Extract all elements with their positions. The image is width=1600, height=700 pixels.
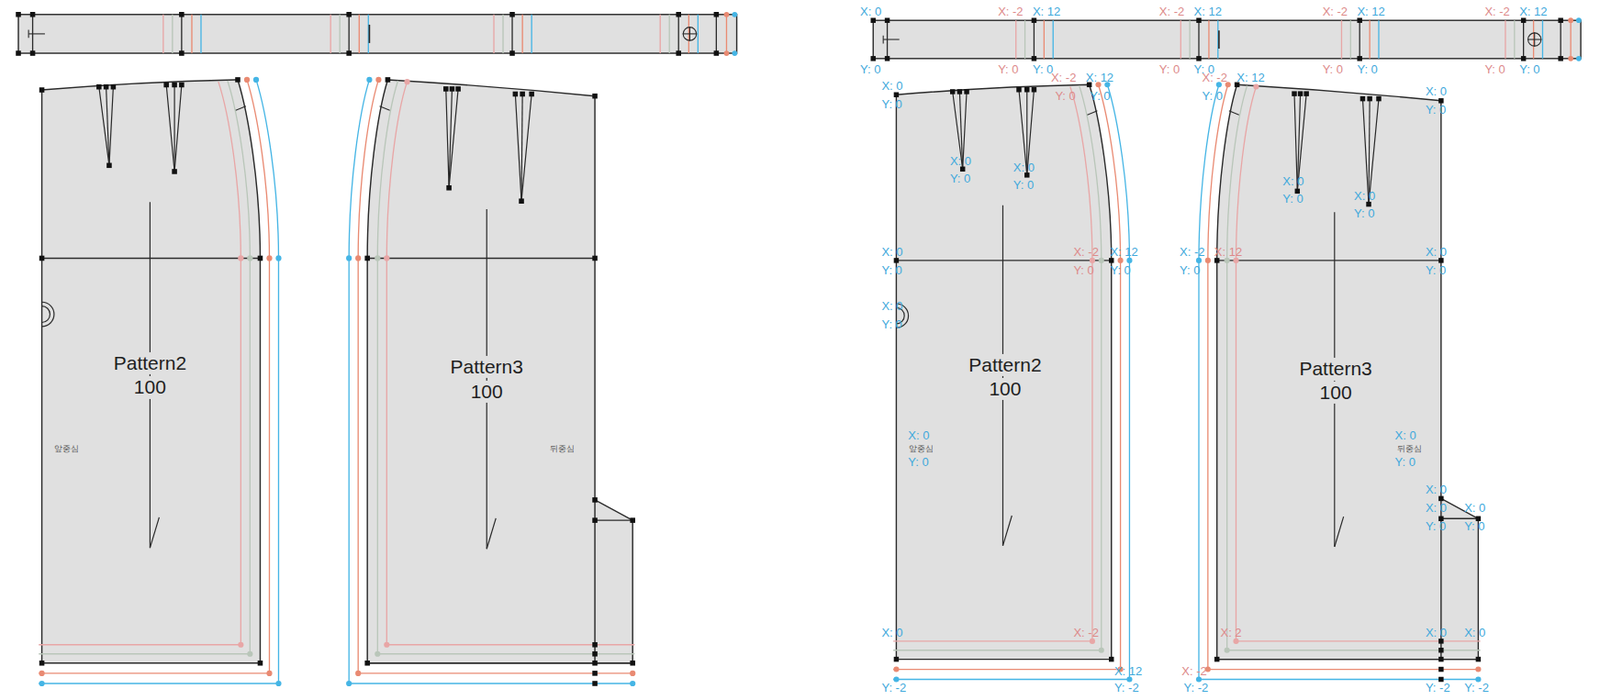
- coordinate-label: Y: -2: [1183, 682, 1209, 695]
- pattern-label: Pattern2: [967, 354, 1042, 377]
- coordinate-label: X: -2: [1073, 246, 1098, 259]
- coordinate-label: Y: 0: [1356, 63, 1377, 77]
- coordinate-label: X: 0: [1395, 429, 1417, 443]
- coordinate-label: X: 12: [1114, 665, 1142, 679]
- coordinate-label: Y: 0: [1089, 89, 1110, 103]
- coordinate-label: Y: 0: [1179, 264, 1200, 278]
- coordinate-label: Y: 0: [1484, 63, 1505, 77]
- coordinate-label: Y: 0: [1425, 520, 1446, 534]
- pattern-piece: Pattern3100 뒤중심: [367, 79, 633, 664]
- coordinate-label: Y: 0: [1425, 264, 1446, 278]
- coordinate-label: X: 12: [1236, 71, 1265, 85]
- coordinate-label: X: 0: [1425, 246, 1447, 259]
- coordinate-label: X: 12: [1356, 5, 1385, 19]
- center-note: 앞중심: [53, 444, 80, 454]
- coordinate-label: X: 0: [881, 79, 903, 93]
- pattern-label: Pattern3: [449, 356, 525, 379]
- coordinate-label: X: 0: [1282, 175, 1304, 189]
- coordinate-label: X: 12: [1032, 5, 1061, 19]
- coordinate-label: Y: 0: [1519, 63, 1540, 77]
- coordinate-label: Y: 0: [907, 456, 929, 470]
- coordinate-label: X: 2: [1219, 626, 1242, 640]
- coordinate-label: Y: -2: [1464, 682, 1489, 695]
- coordinate-label: X: 0: [1425, 483, 1447, 497]
- coordinate-label: Y: 0: [1159, 63, 1180, 77]
- pattern-piece: Pattern2100 앞중심: [896, 84, 1113, 661]
- coordinate-label: X: 0: [860, 5, 882, 19]
- pattern-label: Pattern2: [112, 352, 188, 375]
- coordinate-label: Y: 0: [860, 63, 881, 77]
- coordinate-label: Y: 0: [1013, 179, 1034, 192]
- coordinate-label: Y: 0: [1353, 207, 1375, 221]
- coordinate-label: X: 12: [1214, 246, 1242, 259]
- pattern-label: 100: [1319, 381, 1354, 404]
- coordinate-label: X: 0: [881, 300, 903, 314]
- coordinate-label: X: -2: [1051, 71, 1076, 85]
- pattern-piece: Pattern2100 앞중심: [42, 79, 261, 664]
- coordinate-label: X: 0: [881, 626, 903, 640]
- coordinate-label: Y: 0: [881, 98, 902, 112]
- coordinate-label: Y: 0: [881, 318, 902, 332]
- coordinate-label: X: 0: [1425, 85, 1447, 99]
- coordinate-label: X: 12: [1085, 71, 1114, 85]
- center-note: 뒤중심: [548, 444, 576, 454]
- coordinate-label: X: 12: [1519, 5, 1547, 19]
- center-note: 뒤중심: [1396, 444, 1423, 454]
- coordinate-label: X: 0: [1353, 190, 1376, 203]
- coordinate-label: X: -2: [1179, 246, 1205, 259]
- coordinate-label: Y: 0: [1322, 63, 1343, 77]
- coordinate-label: Y: 0: [1395, 456, 1416, 470]
- coordinate-label: Y: 0: [1464, 520, 1485, 534]
- coordinate-label: X: 0: [1464, 502, 1486, 515]
- coordinate-label: Y: 0: [881, 264, 902, 278]
- coordinate-label: Y: 0: [997, 63, 1019, 77]
- center-note: 앞중심: [907, 444, 935, 454]
- pattern-label: 100: [987, 377, 1022, 400]
- coordinate-label: X: 12: [1109, 246, 1138, 259]
- coordinate-label: X: 0: [1425, 502, 1447, 515]
- coordinate-label: X: -2: [1159, 5, 1185, 19]
- coordinate-label: Y: 0: [950, 172, 971, 186]
- pattern-label: 100: [133, 376, 168, 399]
- coordinate-label: X: -2: [1073, 626, 1098, 640]
- pattern-piece: Pattern3100 뒤중심: [1216, 84, 1479, 661]
- coordinate-label: X: 12: [1194, 5, 1222, 19]
- pattern-label: Pattern3: [1297, 358, 1373, 381]
- coordinate-label: Y: 0: [1425, 103, 1446, 117]
- coordinate-label: X: 0: [1425, 626, 1447, 640]
- coordinate-label: X: -2: [997, 5, 1023, 19]
- coordinate-label: Y: 0: [1109, 264, 1131, 278]
- coordinate-label: Y: -2: [881, 682, 907, 695]
- coordinate-label: X: 0: [950, 155, 972, 168]
- coordinate-label: X: -2: [1484, 5, 1510, 19]
- coordinate-label: X: 0: [907, 429, 929, 443]
- coordinate-label: Y: 0: [1201, 89, 1222, 103]
- coordinate-label: X: 0: [1013, 161, 1035, 175]
- coordinate-label: X: -2: [1322, 5, 1348, 19]
- coordinate-label: X: -2: [1181, 665, 1207, 679]
- coordinate-label: Y: -2: [1425, 682, 1451, 695]
- coordinate-label: X: 0: [1464, 626, 1486, 640]
- coordinate-label: Y: 0: [1073, 264, 1094, 278]
- coordinate-label: Y: -2: [1114, 682, 1140, 695]
- coordinate-label: Y: 0: [1282, 192, 1303, 206]
- pattern-label: 100: [469, 380, 504, 403]
- coordinate-label: Y: 0: [1054, 89, 1075, 103]
- coordinate-label: X: -2: [1201, 71, 1227, 85]
- coordinate-label: Y: 0: [1032, 63, 1053, 77]
- coordinate-label: X: 0: [881, 246, 903, 259]
